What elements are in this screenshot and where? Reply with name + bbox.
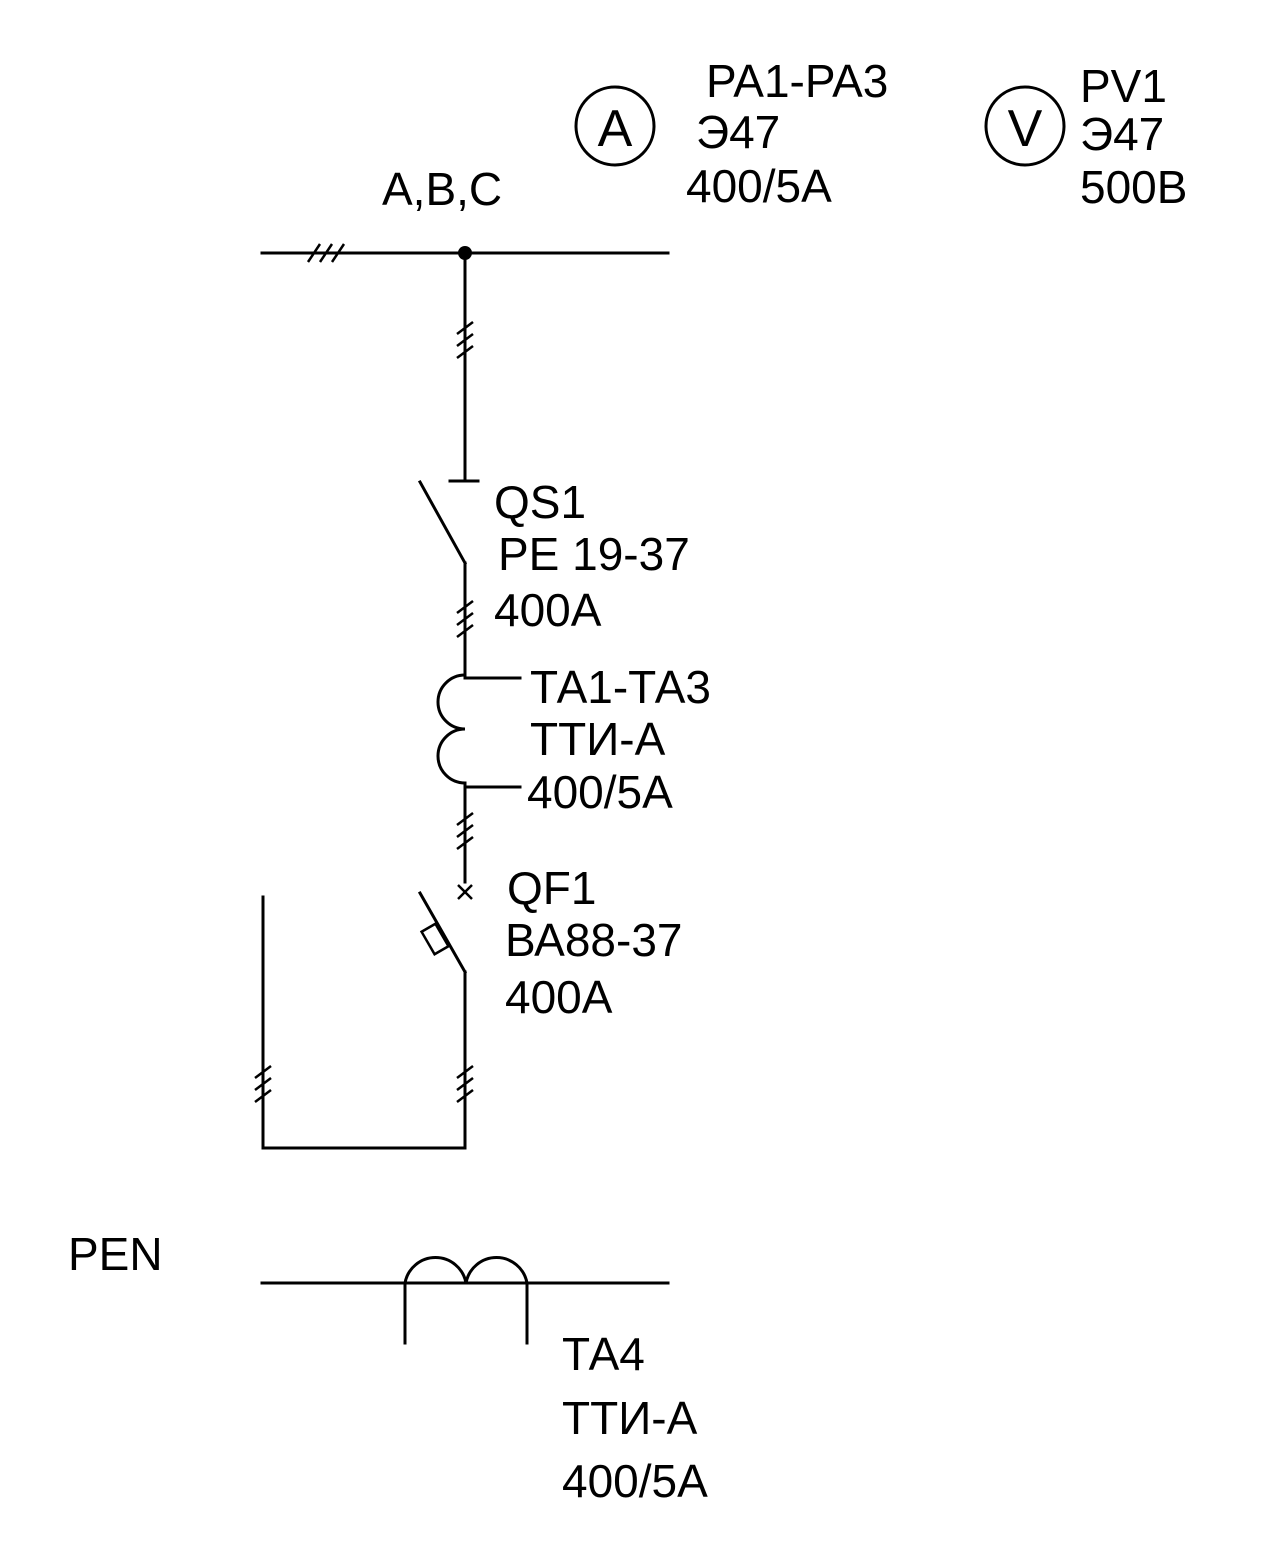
ammeter-symbol: A	[574, 85, 656, 167]
disconnector-qs1	[417, 479, 474, 677]
qf1-label: QF1 ВА88-37 400А	[505, 862, 683, 1023]
ammeter-label: PA1-PA3 Э47 400/5А	[686, 55, 888, 212]
svg-text:ТА1-ТА3: ТА1-ТА3	[530, 661, 711, 713]
svg-text:400А: 400А	[494, 584, 602, 636]
current-transformer-ta1-ta3	[436, 673, 522, 884]
ta4-label: ТА4 ТТИ-А 400/5А	[562, 1328, 708, 1507]
svg-text:Э47: Э47	[696, 106, 780, 158]
svg-text:ТТИ-А: ТТИ-А	[562, 1392, 698, 1444]
svg-text:PV1: PV1	[1080, 60, 1167, 112]
pen-label: PEN	[68, 1228, 163, 1280]
svg-text:РЕ 19-37: РЕ 19-37	[498, 528, 690, 580]
svg-text:ТТИ-А: ТТИ-А	[530, 713, 666, 765]
current-transformer-ta4	[403, 1256, 529, 1345]
svg-text:400/5А: 400/5А	[686, 160, 832, 212]
svg-text:V: V	[1008, 100, 1043, 158]
voltmeter-symbol: V	[984, 85, 1066, 167]
svg-text:QF1: QF1	[507, 862, 596, 914]
qs1-label: QS1 РЕ 19-37 400А	[494, 476, 690, 636]
voltmeter-label: PV1 Э47 500В	[1080, 60, 1187, 213]
svg-text:QS1: QS1	[494, 476, 586, 528]
return-loop	[254, 895, 467, 1150]
svg-text:400А: 400А	[505, 971, 613, 1023]
feeder-upper	[448, 251, 480, 483]
svg-text:Э47: Э47	[1080, 108, 1164, 160]
phases-label: A,B,C	[382, 163, 502, 215]
svg-text:ТА4: ТА4	[562, 1328, 645, 1380]
svg-text:400/5А: 400/5А	[562, 1455, 708, 1507]
svg-text:A: A	[598, 100, 633, 158]
svg-text:400/5А: 400/5А	[527, 766, 673, 818]
ta1-ta3-label: ТА1-ТА3 ТТИ-А 400/5А	[527, 661, 711, 818]
svg-text:500В: 500В	[1080, 161, 1187, 213]
circuit-breaker-qf1	[417, 884, 474, 1150]
svg-text:PA1-PA3: PA1-PA3	[706, 55, 888, 107]
svg-text:ВА88-37: ВА88-37	[505, 914, 683, 966]
